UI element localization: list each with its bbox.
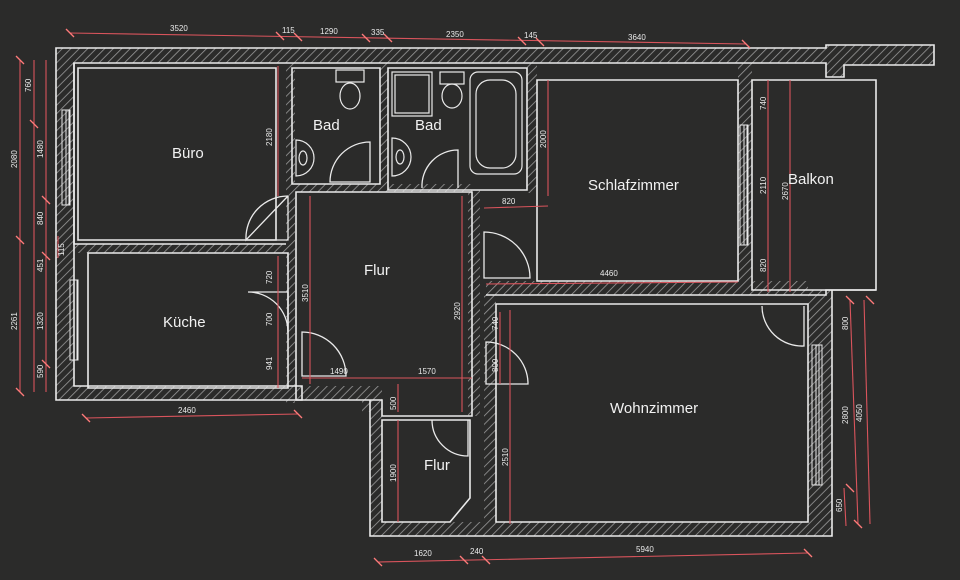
dim-schlaf-4460: 4460	[600, 269, 618, 278]
dim-bottom-5940: 5940	[636, 545, 654, 554]
dim-wohn-800: 800	[491, 358, 500, 372]
dim-wohn-2510: 2510	[501, 448, 510, 466]
dim-balkon-740: 740	[759, 96, 768, 110]
dim-top-1290: 1290	[320, 27, 338, 36]
dim-right-800: 800	[841, 316, 850, 330]
dim-left-451: 451	[36, 258, 45, 272]
room-label-balkon: Balkon	[788, 171, 834, 188]
dim-left-2261: 2261	[10, 312, 19, 330]
dim-right-4050: 4050	[855, 404, 864, 422]
dim-right-650: 650	[835, 498, 844, 512]
dim-top-145: 145	[524, 31, 538, 40]
dim-left-115: 115	[57, 243, 66, 256]
dim-schlaf-820: 820	[502, 197, 516, 206]
dim-top-2350: 2350	[446, 30, 464, 39]
dim-balkon-820: 820	[759, 258, 768, 272]
dim-flur-500: 500	[389, 396, 398, 410]
dim-buero-2180: 2180	[265, 128, 274, 146]
room-label-flur-1: Flur	[364, 262, 390, 279]
dim-bottom-1620: 1620	[414, 549, 432, 558]
room-labels: Büro Bad Bad Schlafzimmer Balkon Flur Kü…	[163, 117, 834, 474]
dim-kueche-941: 941	[265, 356, 274, 370]
room-label-kueche: Küche	[163, 314, 206, 331]
dim-flur2-1900: 1900	[389, 464, 398, 482]
dim-bottom-240: 240	[470, 547, 484, 556]
dim-wohn-740: 740	[491, 316, 500, 330]
doors	[245, 141, 805, 457]
dim-left-1320: 1320	[36, 312, 45, 330]
room-label-buero: Büro	[172, 145, 204, 162]
dim-kueche-700: 700	[265, 312, 274, 326]
dim-flur-3510: 3510	[301, 284, 310, 302]
dim-left-840: 840	[36, 211, 45, 225]
dim-schlaf-2000: 2000	[539, 130, 548, 148]
dim-kueche-720: 720	[265, 270, 274, 284]
dim-left-760: 760	[24, 78, 33, 92]
dim-flur-1490: 1490	[330, 367, 348, 376]
room-label-wohnzimmer: Wohnzimmer	[610, 400, 698, 417]
dim-top-335: 335	[371, 28, 385, 37]
dim-top-115: 115	[282, 26, 295, 35]
dim-left-590: 590	[36, 364, 45, 378]
dim-left-2080: 2080	[10, 150, 19, 168]
dim-kueche-2460: 2460	[178, 406, 196, 415]
dim-right-2800: 2800	[841, 406, 850, 424]
walls	[56, 45, 934, 536]
room-label-schlafzimmer: Schlafzimmer	[588, 177, 679, 194]
windows	[61, 109, 823, 486]
dimension-ticks	[15, 28, 875, 567]
dim-balkon-2670: 2670	[781, 182, 790, 200]
bath-fixtures	[295, 69, 523, 177]
dim-top-3520: 3520	[170, 24, 188, 33]
wall-outlines	[55, 44, 935, 537]
dimension-lines	[19, 32, 871, 563]
dim-flur-1570: 1570	[418, 367, 436, 376]
dimension-texts: 3520 115 1290 335 2350 145 3640 2080 226…	[10, 24, 864, 558]
dim-left-1480: 1480	[36, 140, 45, 158]
room-label-bad-2: Bad	[415, 117, 442, 134]
dim-balkon-2110: 2110	[759, 176, 768, 194]
dim-top-3640: 3640	[628, 33, 646, 42]
room-label-bad-1: Bad	[313, 117, 340, 134]
dim-flur-2920: 2920	[453, 302, 462, 320]
room-label-flur-2: Flur	[424, 457, 450, 474]
